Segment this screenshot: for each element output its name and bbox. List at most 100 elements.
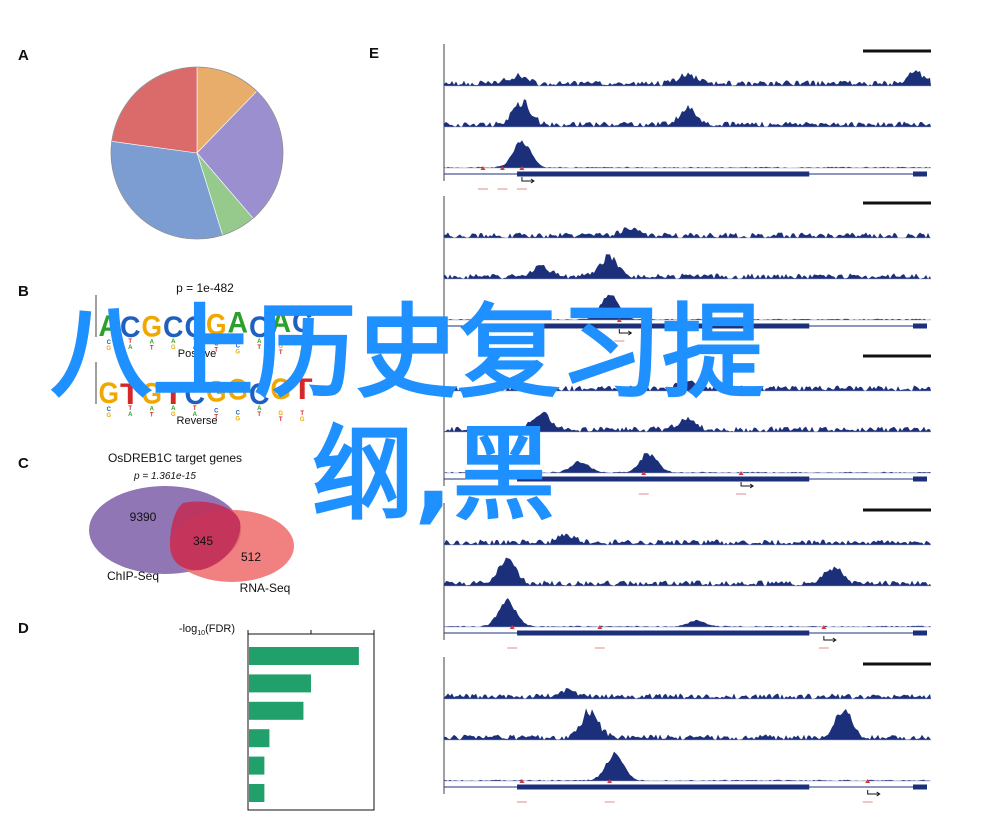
coverage-area-chip <box>444 411 931 432</box>
coverage-area-input <box>444 379 931 391</box>
peak-marker <box>519 779 525 783</box>
motif-minor-letter: A <box>171 406 176 412</box>
bar-5 <box>249 784 265 802</box>
peak-marker <box>480 166 486 170</box>
panel-label-d: D <box>18 620 29 637</box>
motif-minor-letter: T <box>128 406 132 412</box>
coverage-area-chip <box>444 99 931 127</box>
bar-4 <box>249 756 265 775</box>
locus-osnrt1-1b <box>443 503 931 649</box>
motif-minor-letter: C <box>236 410 241 416</box>
motif-minor-letter: A <box>150 406 155 412</box>
peak-marker <box>821 625 827 629</box>
motif-minor-letter: A <box>257 339 262 345</box>
venn-pvalue: p = 1.361e-15 <box>133 471 196 482</box>
peak-marker <box>616 318 622 322</box>
venn-title: OsDREB1C target genes <box>108 451 242 465</box>
tss-arrow <box>618 329 633 336</box>
venn-rna-only-count: 512 <box>241 550 261 564</box>
bar-0 <box>249 647 359 665</box>
motif-minor-letter: A <box>128 412 133 418</box>
motif-letter-c: C <box>163 311 184 344</box>
motif-minor-letter: T <box>300 344 304 350</box>
motif-minor-letter: C <box>107 407 112 413</box>
gene-model-exon-end <box>913 784 927 790</box>
tss-arrow <box>823 636 837 643</box>
motif-letter-g: G <box>142 311 163 344</box>
bar-x-ticks <box>247 630 375 634</box>
motif-letter-t: T <box>163 378 184 411</box>
motif-minor-letter: G <box>171 412 176 418</box>
motif-minor-letter: T <box>257 412 261 418</box>
venn-overlap-region <box>170 501 241 571</box>
motif-minor-letter: G <box>171 345 176 351</box>
pie-chart <box>110 66 284 240</box>
motif-positive-label: Positive <box>178 348 217 360</box>
motif-minor-letter: T <box>279 417 283 423</box>
motif-minor-letter: C <box>236 343 241 349</box>
peak-marker <box>499 166 505 170</box>
motif-minor-letter: G <box>300 350 305 356</box>
motif-minor-letter: T <box>214 347 218 353</box>
motif-letter-g: G <box>271 373 292 406</box>
panel-label-c: C <box>18 455 29 472</box>
coverage-area-input <box>444 70 931 86</box>
gene-model-exon <box>517 476 810 482</box>
motif-logo: p = 1e-482 ACGCTAGATCAGCTAGCTACGCATAGTCT… <box>95 281 313 427</box>
venn-overlap-count: 345 <box>193 534 213 548</box>
peak-marker <box>607 779 613 783</box>
bar-2 <box>249 701 304 720</box>
motif-letter-c: C <box>185 378 206 411</box>
bar-3 <box>249 729 270 748</box>
motif-minor-letter: G <box>278 411 283 417</box>
motif-minor-letter: A <box>171 339 176 345</box>
motif-minor-letter: T <box>300 411 304 417</box>
motif-letter-t: T <box>120 378 141 411</box>
gene-model-exon <box>517 784 810 790</box>
gene-model-exon-end <box>913 323 927 329</box>
motif-minor-letter: C <box>214 408 219 414</box>
pie-outline <box>110 66 284 240</box>
bar-axis-title-sub: 10 <box>197 630 205 637</box>
gene-model-exon <box>517 630 810 636</box>
coverage-area-input <box>444 533 931 545</box>
motif-letter-c: C <box>249 378 270 411</box>
motif-letter-t: T <box>292 373 313 406</box>
go-bar-chart: -log10(FDR) <box>179 623 375 811</box>
motif-minor-letter: A <box>193 412 198 418</box>
panel-label-b: B <box>18 283 29 300</box>
peak-marker <box>641 471 647 475</box>
motif-minor-letter: T <box>279 350 283 356</box>
motif-minor-letter: G <box>278 344 283 350</box>
motif-letter-c: C <box>249 311 270 344</box>
genome-track-panel <box>443 44 931 803</box>
bar-axis-title-tail: (FDR) <box>205 623 235 635</box>
bar-items <box>249 647 359 802</box>
bar-1 <box>249 674 311 693</box>
motif-pvalue: p = 1e-482 <box>176 281 234 295</box>
gene-model-exon-end <box>913 630 927 636</box>
motif-letter-c: C <box>185 311 206 344</box>
coverage-area-dap <box>444 140 931 168</box>
coverage-area-dap <box>444 294 931 320</box>
motif-minor-letter: A <box>193 345 198 351</box>
locus-osnrt2-4 <box>443 349 931 495</box>
coverage-area-chip <box>444 708 931 740</box>
motif-minor-letter: G <box>106 346 111 352</box>
peak-marker <box>519 166 525 170</box>
peak-marker <box>509 625 515 629</box>
gene-model-exon <box>517 323 810 329</box>
panel-label-e: E <box>369 45 379 62</box>
motif-letter-g: G <box>99 377 120 410</box>
motif-letter-a: A <box>99 310 120 343</box>
coverage-area-dap <box>444 453 931 473</box>
coverage-area-dap <box>444 751 931 781</box>
motif-letter-g: G <box>142 378 163 411</box>
motif-minor-letter: G <box>106 413 111 419</box>
venn-diagram: OsDREB1C target genes p = 1.361e-15 9390… <box>89 451 294 595</box>
motif-letter-g: G <box>206 309 227 342</box>
